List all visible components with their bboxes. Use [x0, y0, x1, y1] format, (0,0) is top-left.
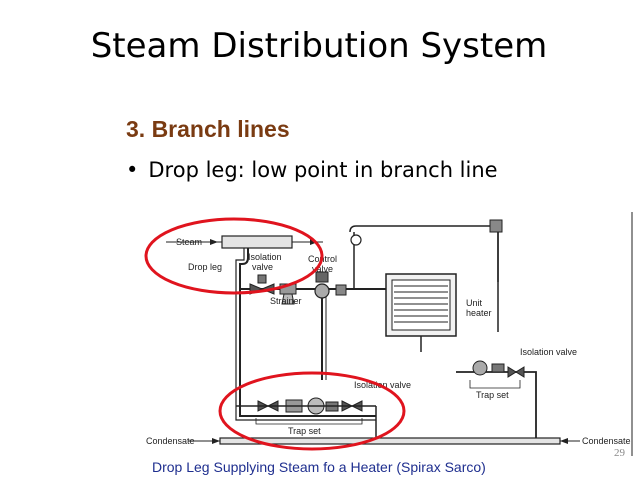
bullet-text: Drop leg: low point in branch line	[148, 158, 498, 182]
right-trap-set	[456, 360, 537, 444]
section-heading: 3. Branch lines	[126, 116, 290, 142]
steam-main-pipe	[166, 235, 323, 249]
thermostat-sensor	[489, 219, 503, 282]
unit-heater	[385, 273, 457, 352]
figure-caption: Drop Leg Supplying Steam fo a Heater (Sp…	[152, 459, 486, 475]
condensate-return	[188, 437, 580, 445]
steam-label: Steam	[176, 237, 202, 247]
condensate-left-label: Condensate	[146, 436, 195, 446]
isolation-valve-label-2: valve	[252, 262, 273, 272]
control-valve-label-2: valve	[312, 264, 333, 274]
branch-line	[240, 225, 499, 380]
left-trap-set	[236, 397, 377, 438]
bullet-marker: •	[126, 158, 139, 182]
bullet-item: • Drop leg: low point in branch line	[126, 158, 498, 182]
isolation-valve-right-label: Isolation valve	[520, 347, 577, 357]
drop-leg-label: Drop leg	[188, 262, 222, 272]
trap-set-left-label: Trap set	[288, 426, 321, 436]
slide-title: Steam Distribution System	[90, 26, 548, 66]
drop-leg-pipe	[235, 248, 376, 421]
strainer-label: Strainer	[270, 296, 302, 306]
unit-heater-label-2: heater	[466, 308, 492, 318]
highlight-ellipse-bottom	[218, 371, 406, 451]
steam-distribution-diagram: Steam Drop leg Isolation valve Control v…	[144, 212, 633, 456]
isolation-valve-label-1: Isolation	[248, 252, 282, 262]
unit-heater-label-1: Unit	[466, 298, 483, 308]
highlight-ellipse-top	[144, 217, 324, 295]
control-valve	[314, 271, 347, 299]
condensate-right-label: Condensate	[582, 436, 631, 446]
trap-set-right-label: Trap set	[476, 390, 509, 400]
page-number: 29	[614, 447, 625, 459]
